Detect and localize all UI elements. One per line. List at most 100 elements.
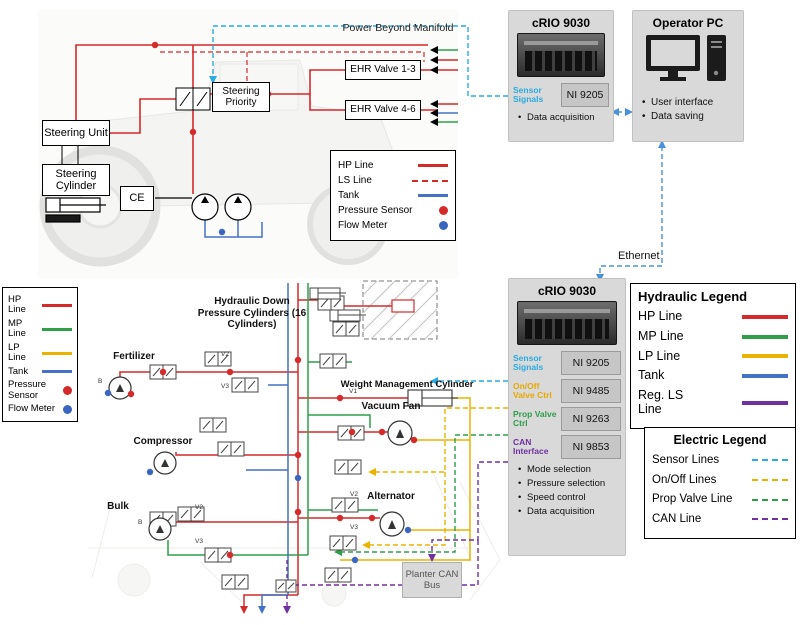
- valve-tag: V3: [350, 524, 358, 531]
- legend-label: HP Line: [8, 294, 26, 316]
- legend-row: On/Off Lines: [652, 474, 788, 487]
- legend-label: HP Line: [638, 309, 683, 323]
- legend-row: CAN Line: [652, 513, 788, 526]
- ce-box: CE: [120, 186, 154, 211]
- onoff-lines-bottom: [368, 407, 508, 546]
- legend-symbol: [63, 404, 72, 414]
- legend-row: Sensor Lines: [652, 454, 788, 467]
- can-arrow: [428, 554, 436, 562]
- legend-row: Tank: [338, 190, 448, 201]
- operator-pc-title: Operator PC: [652, 16, 724, 30]
- legend-symbol: [752, 518, 788, 521]
- legend-row: Prop Valve Line: [652, 493, 788, 506]
- operator-pc-bullets: User interfaceData saving: [641, 97, 739, 122]
- legend-row: Tank: [638, 368, 788, 383]
- crio1-title: cRIO 9030: [531, 16, 591, 30]
- can-line-bottom: [292, 461, 508, 586]
- legend-label: LP Line: [638, 348, 681, 363]
- legend-symbol: [412, 179, 448, 182]
- steering-unit-box: Steering Unit: [42, 120, 110, 146]
- motor-symbols: [108, 376, 413, 541]
- compressor-label: Compressor: [133, 436, 193, 447]
- module-row: Prop Valve Ctrl NI 9263: [513, 407, 621, 431]
- legend-symbol: [752, 478, 788, 481]
- legend-label: HP Line: [338, 160, 374, 171]
- crio-device-slots: [525, 319, 609, 339]
- legend-row: LS Line: [338, 175, 448, 186]
- legend-row: HP Line: [8, 294, 72, 316]
- crio1-bullets: Data acquisition: [517, 112, 609, 123]
- legend-label: CAN Line: [652, 512, 702, 525]
- module-box: NI 9205: [561, 351, 621, 375]
- steering-priority-valve-symbol: [175, 87, 211, 111]
- legend-symbol: [742, 334, 788, 339]
- crio2-title: cRIO 9030: [537, 284, 597, 298]
- module-box: NI 9263: [561, 407, 621, 431]
- onoff-arrow-1: [368, 468, 376, 476]
- ethernet-label: Ethernet: [618, 250, 660, 262]
- signal-label: Prop Valve Ctrl: [513, 408, 557, 428]
- operator-pc-panel: Operator PC User interfaceData saving: [632, 10, 744, 142]
- legend-symbol: [439, 206, 448, 215]
- down-pressure-label: Hydraulic Down Pressure Cylinders (16 Cy…: [197, 296, 307, 330]
- tank-arrow: [258, 606, 266, 614]
- legend-row: Tank: [8, 366, 72, 377]
- module-box: NI 9485: [561, 379, 621, 403]
- crio1-modules: Sensor Signals NI 9205: [513, 83, 609, 107]
- legend-row: LP Line: [638, 348, 788, 364]
- legend-row: MP Line: [638, 329, 788, 344]
- tank-lines-bottom: [246, 283, 289, 608]
- sensor-line-top-arrow: [209, 76, 217, 84]
- legend-row: HP Line: [338, 160, 448, 171]
- legend-symbol: [42, 303, 72, 307]
- legend-symbol: [742, 314, 788, 319]
- legend-symbol: [742, 354, 788, 359]
- crio2-modules: Sensor Signals NI 9205 On/Off Valve Ctrl…: [513, 351, 621, 459]
- bottom-legend: HP Line MP Line LP Line Tank Pressure Se…: [2, 287, 78, 423]
- fertilizer-label: Fertilizer: [113, 351, 155, 362]
- vacuum-fan-label: Vacuum Fan: [361, 401, 421, 412]
- hatched-manifold: [362, 280, 438, 340]
- crio-device-image: [517, 301, 617, 345]
- ehr-valve-46-box: EHR Valve 4-6: [345, 100, 421, 120]
- electric-legend-entries: Sensor Lines On/Off Lines Prop Valve Lin…: [652, 454, 788, 526]
- module-row: On/Off Valve Ctrl NI 9485: [513, 379, 621, 403]
- legend-label: Flow Meter: [338, 220, 388, 231]
- signal-label: Sensor Signals: [513, 352, 544, 372]
- port-tag: B: [138, 519, 143, 526]
- bullet-item: Speed control: [517, 492, 621, 503]
- onoff-arrow-2: [362, 541, 370, 549]
- bulk-label: Bulk: [107, 501, 129, 512]
- legend-label: Pressure Sensor: [338, 205, 413, 216]
- ehr-valve-13-box: EHR Valve 1-3: [345, 60, 421, 80]
- legend-symbol: [742, 400, 788, 405]
- flow-meter-dots-bottom: [104, 389, 412, 564]
- legend-row: Reg. LS Line: [638, 388, 788, 417]
- legend-row: Flow Meter: [338, 220, 448, 231]
- legend-label: Reg. LS Line: [638, 388, 684, 416]
- bullet-item: Data acquisition: [517, 506, 621, 517]
- weight-management-label: Weight Management Cylinder: [340, 379, 474, 390]
- weight-cylinder-symbol: [407, 389, 458, 407]
- crio2-panel: cRIO 9030 Sensor Signals NI 9205 On/Off …: [508, 278, 626, 556]
- electric-legend: Electric Legend Sensor Lines On/Off Line…: [644, 427, 796, 539]
- legend-symbol: [742, 374, 788, 379]
- sensor-line-top: [212, 25, 508, 97]
- legend-row: Pressure Sensor: [8, 379, 72, 401]
- steering-cylinder-box: Steering Cylinder: [42, 164, 110, 196]
- tank-lines-top: [204, 220, 263, 238]
- down-pressure-cylinder-symbols: [309, 287, 366, 322]
- legend-label: Pressure Sensor: [8, 379, 47, 401]
- legend-label: Flow Meter: [8, 402, 55, 414]
- signal-label: On/Off Valve Ctrl: [513, 380, 552, 400]
- valve-tag: V2: [350, 491, 358, 498]
- legend-symbol: [42, 351, 72, 355]
- crio2-bullets: Mode selectionPressure selectionSpeed co…: [517, 464, 621, 517]
- legend-symbol: [418, 164, 448, 167]
- operator-pc-icon: [637, 33, 739, 92]
- bullet-item: Data acquisition: [517, 112, 609, 123]
- legend-symbol: [42, 370, 72, 374]
- legend-symbol: [63, 386, 72, 395]
- legend-label: Sensor Lines: [652, 454, 720, 466]
